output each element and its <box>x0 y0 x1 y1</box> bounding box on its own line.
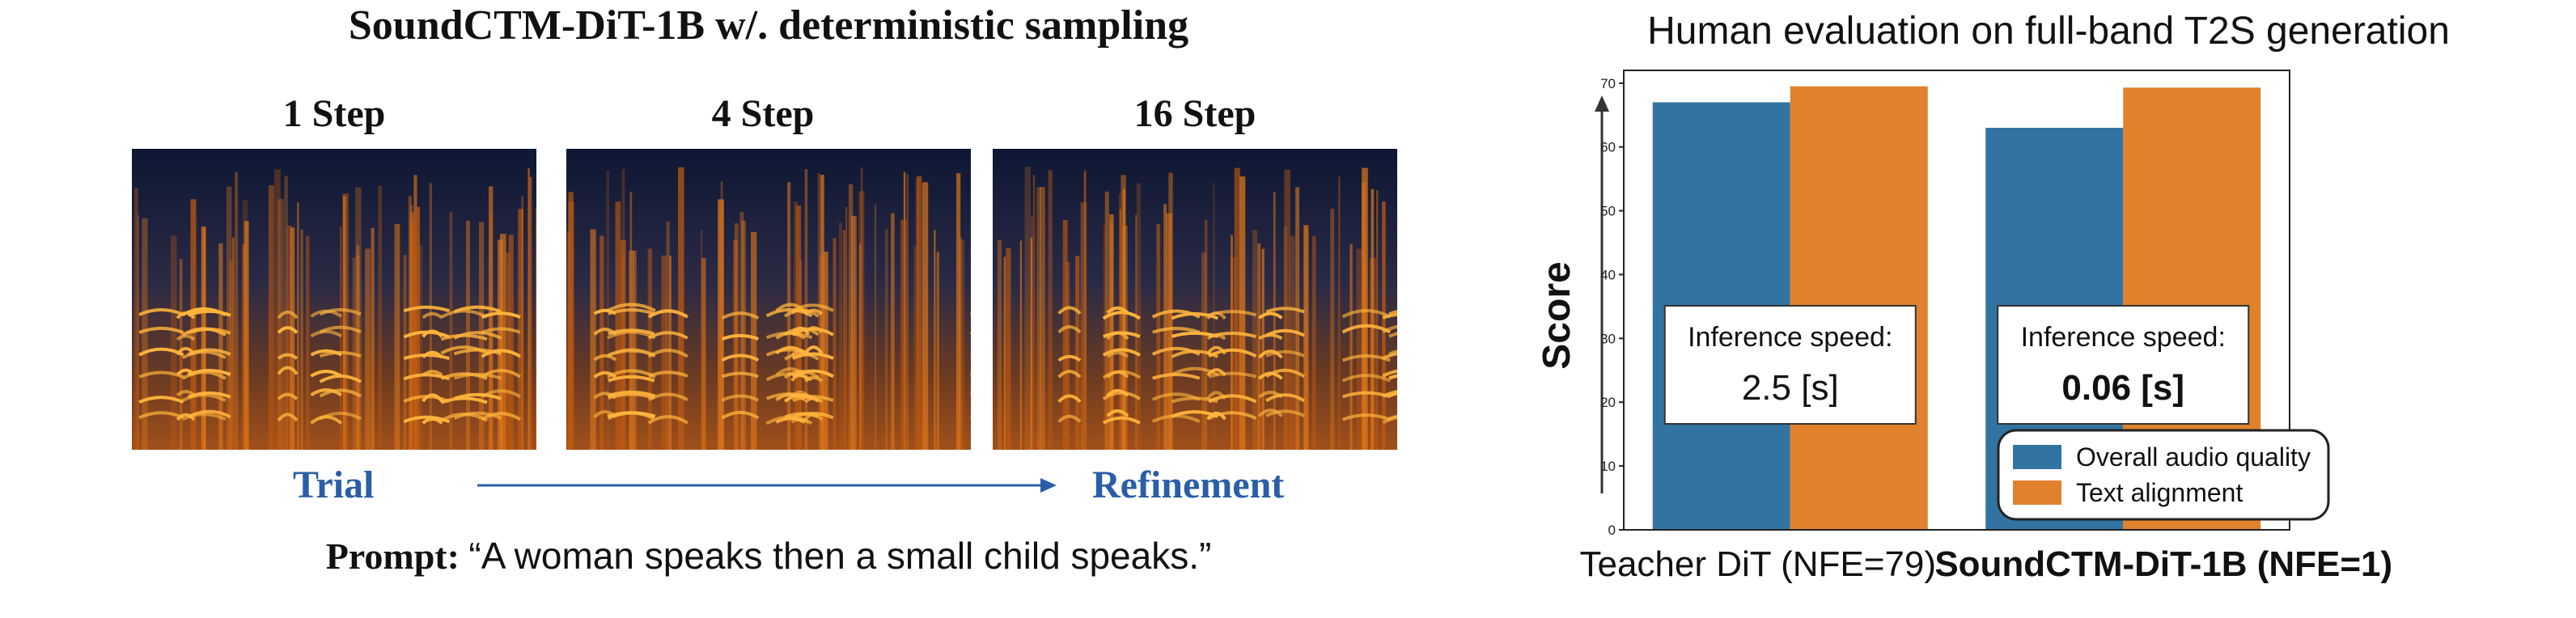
y-tick-label: 40 <box>1600 267 1616 282</box>
plot-frame <box>1623 70 2290 531</box>
legend-box <box>1997 429 2330 521</box>
y-tick-label: 10 <box>1600 459 1616 474</box>
prompt-caption: Prompt: “A woman speaks then a small chi… <box>0 534 1537 578</box>
inference-speed-value: 0.06 [s] <box>2061 368 2184 408</box>
prompt-text: “A woman speaks then a small child speak… <box>468 535 1212 577</box>
inference-speed-label: Inference speed: <box>1688 322 1892 353</box>
legend-swatch <box>2013 480 2061 505</box>
flow-start-label: Trial <box>293 464 375 506</box>
inference-speed-value: 2.5 [s] <box>1742 368 1839 408</box>
score-arrow-head <box>1595 95 1609 112</box>
y-tick-label: 20 <box>1600 395 1616 410</box>
annotations: Inference speed: 2.5 [s] Inference speed: 0… <box>1663 305 2250 425</box>
spectrogram-1-step <box>132 149 536 450</box>
human-evaluation-chart: Human evaluation on full-band T2S genera… <box>1536 10 2450 584</box>
legend-label: Overall audio quality <box>2076 442 2311 472</box>
y-tick-label: 70 <box>1600 76 1616 91</box>
step-label-16: 16 Step <box>1133 92 1256 135</box>
y-tick-label: 30 <box>1600 331 1616 346</box>
chart-title: Human evaluation on full-band T2S genera… <box>1647 10 2450 53</box>
inference-speed-box <box>1663 305 1917 425</box>
flow-arrow <box>477 478 1057 493</box>
spectrogram-16-step <box>993 149 1397 450</box>
flow-end-label: Refinement <box>1092 464 1285 506</box>
spectrogram-4-step <box>566 149 971 450</box>
y-tick-label: 0 <box>1608 523 1616 538</box>
y-tick-label: 50 <box>1600 204 1616 219</box>
step-label-4: 4 Step <box>711 92 815 135</box>
legend-swatch <box>2013 445 2061 469</box>
y-axis-label: Score <box>1536 261 1578 369</box>
x-axis-labels: Teacher DiT (NFE=79)SoundCTM-DiT-1B (NFE… <box>1579 544 2392 584</box>
inference-speed-label: Inference speed: <box>2021 322 2226 353</box>
y-axis-ticks: 0 10 20 30 40 50 60 70 <box>1600 76 1624 538</box>
y-tick-label: 60 <box>1600 140 1616 155</box>
inference-speed-box <box>1997 305 2250 425</box>
x-category-label: SoundCTM-DiT-1B (NFE=1) <box>1934 544 2392 584</box>
spectrogram-panel-title: SoundCTM-DiT-1B w/. deterministic sampli… <box>348 2 1189 49</box>
prompt-key: Prompt: <box>325 535 460 577</box>
legend-label: Text alignment <box>2076 478 2243 507</box>
x-category-label: Teacher DiT (NFE=79) <box>1579 544 1936 584</box>
step-label-1: 1 Step <box>282 92 386 135</box>
